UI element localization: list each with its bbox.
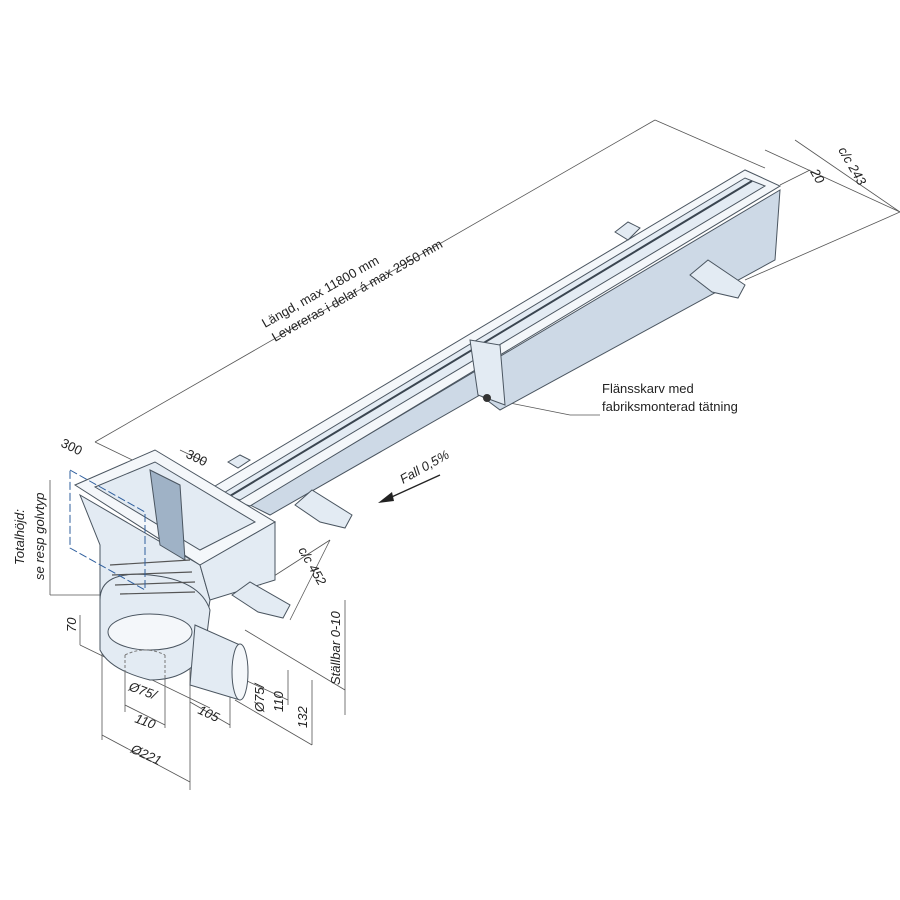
- diameter-label: Ø221: [128, 741, 164, 768]
- joint-label-2: fabriksmonterad tätning: [602, 399, 738, 414]
- flange-joint: [469, 339, 506, 406]
- top-clip: [614, 221, 641, 241]
- width-left-label: 300: [59, 435, 85, 458]
- cc-top-label: c/c 243: [835, 144, 869, 188]
- support-brackets: [231, 259, 746, 619]
- fall-label: Fall 0,5%: [397, 447, 452, 487]
- total-height-label-1: Totalhöjd:: [12, 509, 27, 565]
- top-clip: [227, 454, 251, 469]
- sump-box: [69, 449, 276, 701]
- drain-channel: [203, 169, 782, 516]
- fall-arrow: [378, 474, 441, 503]
- joint-bolt: [483, 394, 491, 402]
- dim-132-label: 132: [295, 706, 310, 728]
- outlet-side-label-1: Ø75/: [252, 682, 267, 713]
- dim-105-label: 105: [196, 702, 223, 725]
- outlet-bottom-label-2: 110: [133, 711, 158, 732]
- bottom-outlet-hidden: [124, 649, 166, 690]
- dimension-lines: [49, 119, 900, 790]
- flange-width-label: 20: [807, 165, 828, 187]
- outlet-bottom-label-1: Ø75/: [126, 678, 160, 703]
- total-height-label-2: se resp golvtyp: [32, 493, 47, 580]
- joint-label-1: Flänsskarv med: [602, 381, 694, 396]
- adjustable-label: Ställbar 0-10: [328, 611, 343, 685]
- outlet-side-label-2: 110: [271, 691, 286, 712]
- total-height-marker: [69, 469, 146, 591]
- strainer: [109, 559, 196, 595]
- width-right-label: 300: [184, 446, 210, 469]
- dim-70-label: 70: [64, 617, 79, 632]
- length-label-2: Levereras i delar á max 2950 mm: [269, 236, 445, 344]
